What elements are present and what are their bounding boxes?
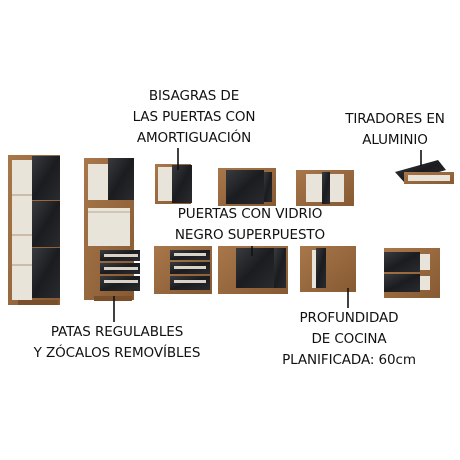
callout-hinges-line1: BISAGRAS DE — [148, 88, 240, 104]
oven-tower-cabinet — [84, 158, 140, 301]
callout-handles-line1: TIRADORES EN — [345, 111, 445, 127]
corner-base-cabinet — [300, 246, 356, 292]
callout-depth-line3: PLANIFICADA: 60cm — [282, 352, 416, 368]
callout-hinges-line2: LAS PUERTAS CON — [132, 109, 256, 125]
callout-hinges-line3: AMORTIGUACIÓN — [136, 130, 252, 146]
callout-handles: TIRADORES EN ALUMINIO — [336, 109, 454, 151]
base-cabinet-drawers — [154, 246, 212, 294]
callout-handles-line2: ALUMINIO — [362, 132, 428, 148]
callout-feet-line1: PATAS REGULABLES — [50, 324, 184, 340]
leader-lines — [113, 148, 422, 322]
callout-glass-doors-line2: NEGRO SUPERPUESTO — [174, 227, 326, 243]
callout-feet-line2: Y ZÓCALOS REMOVÍBLES — [33, 345, 201, 361]
wall-cabinet-wide — [218, 168, 276, 206]
wall-cabinet-corner — [296, 170, 354, 206]
sink-base-cabinet — [218, 246, 288, 294]
callout-feet: PATAS REGULABLES Y ZÓCALOS REMOVÍBLES — [26, 322, 208, 364]
callout-depth-line1: PROFUNDIDAD — [299, 310, 399, 326]
callout-glass-doors: PUERTAS CON VIDRIO NEGRO SUPERPUESTO — [162, 204, 338, 246]
wall-cabinet-small — [155, 164, 192, 204]
wall-cabinet-liftup — [395, 160, 454, 184]
tall-pantry-cabinet — [8, 155, 60, 305]
callout-depth: PROFUNDIDAD DE COCINA PLANIFICADA: 60cm — [280, 308, 418, 371]
callout-hinges: BISAGRAS DE LAS PUERTAS CON AMORTIGUACIÓ… — [118, 86, 270, 149]
right-base-cabinet-drawers — [384, 248, 440, 298]
callout-glass-doors-line1: PUERTAS CON VIDRIO — [177, 206, 323, 222]
callout-depth-line2: DE COCINA — [311, 331, 387, 347]
